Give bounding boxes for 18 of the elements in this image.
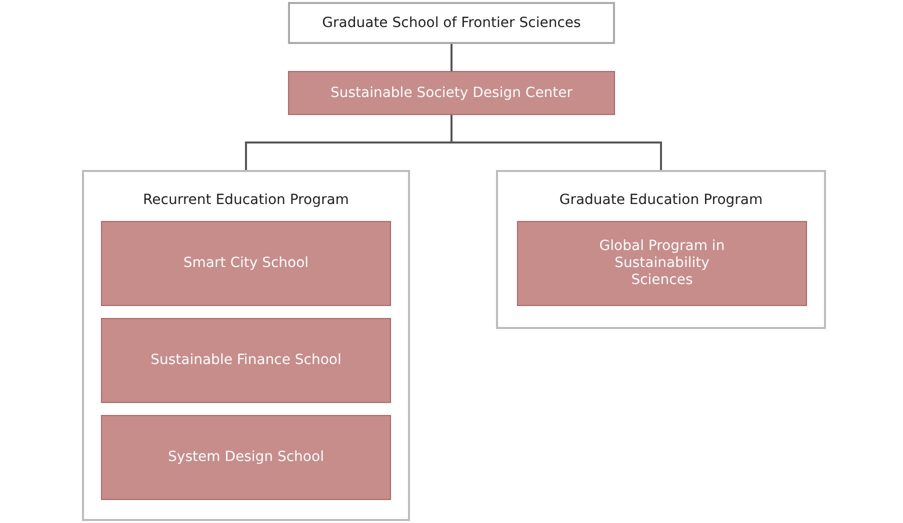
org-box xyxy=(101,415,391,500)
box-label: Graduate School of Frontier Sciences xyxy=(322,14,581,32)
connector-line xyxy=(450,115,662,170)
box-label: Smart City School xyxy=(182,255,310,272)
group-panel xyxy=(496,170,826,329)
group-heading: Recurrent Education Program xyxy=(142,192,350,209)
box-label: Sustainable Finance School xyxy=(150,352,342,369)
org-box xyxy=(101,318,391,403)
box-label: Sustainable Society Design Center xyxy=(329,84,574,102)
org-box xyxy=(288,71,615,115)
connector-line xyxy=(450,44,452,71)
org-box xyxy=(517,221,807,306)
group-heading: Graduate Education Program xyxy=(558,192,764,209)
box-label: System Design School xyxy=(167,449,325,466)
group-panel xyxy=(82,170,410,521)
org-box xyxy=(288,2,615,44)
box-label: Global Program in Sustainability Sciences xyxy=(598,238,726,289)
org-box xyxy=(101,221,391,306)
